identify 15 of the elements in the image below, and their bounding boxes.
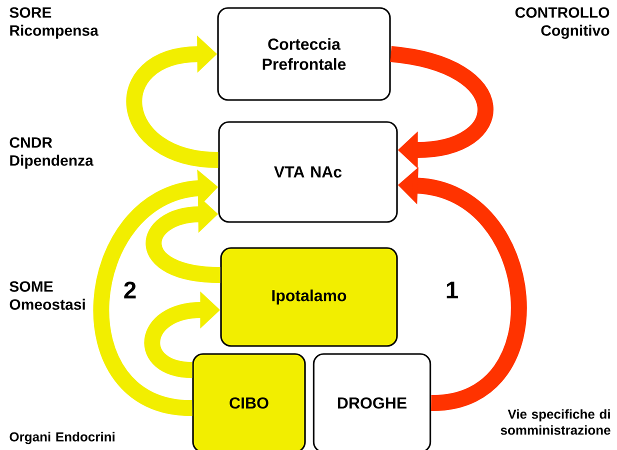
rounded-box: DROGHE xyxy=(312,353,432,450)
text-label: CNDR Dipendenza xyxy=(10,137,94,169)
rounded-box: VTA NAc xyxy=(218,121,398,223)
text-label: Vie specifiche di somministrazione xyxy=(500,409,610,435)
number-label: 1 xyxy=(446,282,458,298)
rounded-box: Corteccia Prefrontale xyxy=(217,7,391,101)
rounded-box: CIBO xyxy=(192,353,306,450)
number-label: 2 xyxy=(124,282,136,298)
curved-arrow xyxy=(126,36,219,168)
curved-arrow xyxy=(390,46,494,169)
rounded-box: Ipotalamo xyxy=(220,247,398,347)
text-label: SORE Ricompensa xyxy=(10,7,98,39)
text-label: SOME Omeostasi xyxy=(10,281,85,310)
text-label: Organi Endocrini xyxy=(10,432,114,444)
text-label: CONTROLLO Cognitivo xyxy=(515,7,610,39)
